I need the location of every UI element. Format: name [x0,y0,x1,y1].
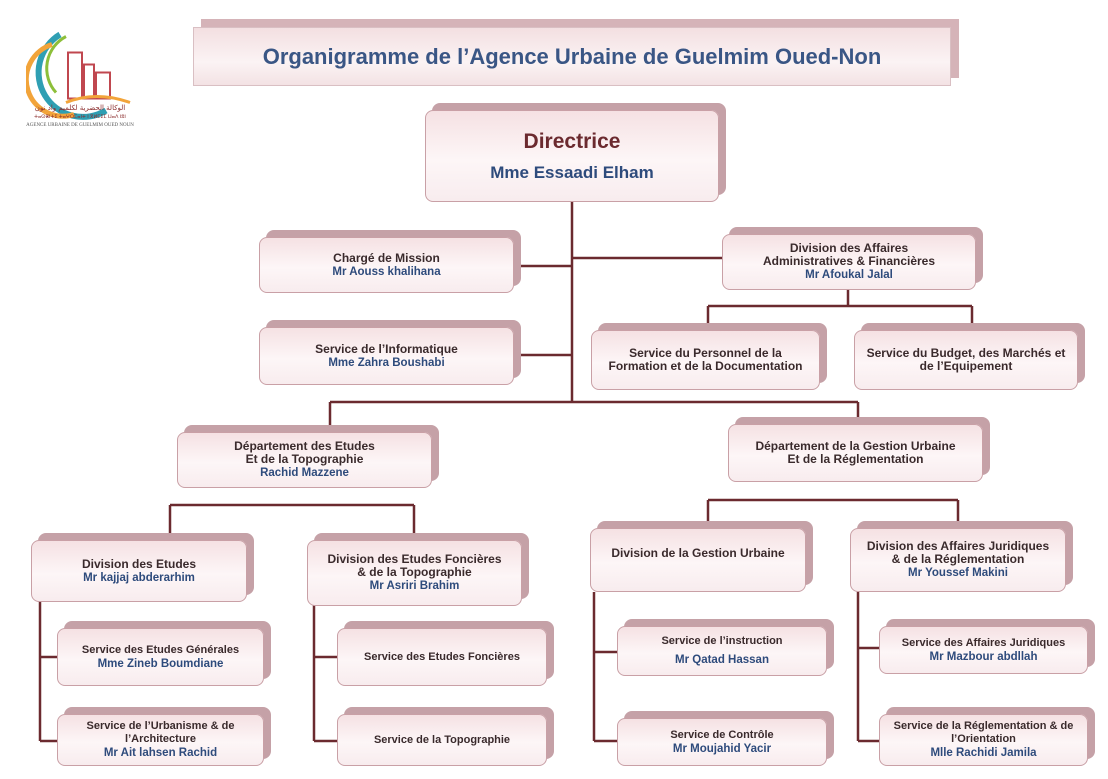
service-affaires-juridiques-name: Service des Affaires Juridiques [901,636,1066,649]
box-directrice: Directrice Mme Essaadi Elham [425,110,719,202]
service-topographie-name: Service de la Topographie [373,733,511,746]
division-foncieres-line1: Division des Etudes Foncières [327,552,502,566]
service-budget-line1: Service du Budget, des Marchés et [866,346,1066,360]
logo-building-1 [67,51,83,100]
service-etudes-generales-name: Service des Etudes Générales [81,643,240,656]
service-reglementation-person: Mlle Rachidi Jamila [930,747,1037,759]
service-instruction-name: Service de l’instruction [661,635,783,647]
box-division-gestion-urbaine: Division de la Gestion Urbaine [590,528,806,592]
logo-wave [65,95,131,104]
box-service-urbanisme: Service de l’Urbanisme & de l’Architectu… [57,714,264,766]
box-division-juridiques: Division des Affaires Juridiques & de la… [850,528,1066,592]
division-admin-person: Mr Afoukal Jalal [805,269,893,281]
dept-gestion-line2: Et de la Réglementation [787,452,924,466]
division-gestion-urbaine-name: Division de la Gestion Urbaine [611,545,785,560]
box-service-topographie: Service de la Topographie [337,714,547,766]
service-controle-name: Service de Contrôle [670,728,774,741]
page-title: Organigramme de l’Agence Urbaine de Guel… [262,43,882,69]
service-personnel-line2: Formation et de la Documentation [608,359,803,373]
division-admin-name-line1: Division des Affaires [789,241,909,255]
division-juridiques-line2: & de la Réglementation [891,552,1025,566]
box-service-controle: Service de Contrôle Mr Moujahid Yacir [617,718,827,766]
division-juridiques-line1: Division des Affaires Juridiques [866,539,1050,553]
service-budget-line2: de l’Equipement [919,359,1013,373]
logo-latin-text: AGENCE URBAINE DE GUELMIM OUED NOUN [26,123,134,128]
dept-etudes-line1: Département des Etudes [234,439,375,453]
service-controle-person: Mr Moujahid Yacir [672,742,772,755]
charge-mission-name: Chargé de Mission [333,250,440,265]
dept-gestion-line1: Département de la Gestion Urbaine [755,439,956,453]
division-foncieres-line2: & de la Topographie [357,565,472,579]
division-etudes-name: Division des Etudes [81,556,197,571]
dept-etudes-line2: Et de la Topographie [245,452,364,466]
box-service-etudes-generales: Service des Etudes Générales Mme Zineb B… [57,628,264,686]
service-urbanisme-line1: Service de l’Urbanisme & de [86,720,235,732]
division-admin-name-line2: Administratives & Financières [762,254,936,268]
box-division-foncieres: Division des Etudes Foncières & de la To… [307,540,522,606]
logo-building-3 [95,71,111,100]
box-service-budget: Service du Budget, des Marchés et de l’E… [854,330,1078,390]
box-dept-gestion: Département de la Gestion Urbaine Et de … [728,424,983,482]
box-service-reglementation: Service de la Réglementation & de l’Orie… [879,714,1088,766]
charge-mission-person: Mr Aouss khalihana [332,265,441,278]
box-service-personnel: Service du Personnel de la Formation et … [591,330,820,390]
service-urbanisme-line2: l’Architecture [125,733,196,745]
service-affaires-juridiques-person: Mr Mazbour abdllah [929,650,1038,663]
service-etudes-foncieres-name: Service des Etudes Foncières [364,650,520,663]
box-service-instruction: Service de l’instruction Mr Qatad Hassan [617,626,827,676]
division-etudes-person: Mr kajjaj abderarhim [83,571,195,584]
logo-building-2 [83,63,95,100]
agency-logo [26,31,131,120]
box-service-affaires-juridiques: Service des Affaires Juridiques Mr Mazbo… [879,626,1088,674]
directrice-person: Mme Essaadi Elham [490,163,654,182]
box-service-etudes-foncieres: Service des Etudes Foncières [337,628,547,686]
service-informatique-name: Service de l’Informatique [315,341,458,356]
service-personnel-line1: Service du Personnel de la [629,346,782,360]
service-urbanisme-person: Mr Ait lahsen Rachid [103,747,218,759]
service-instruction-person: Mr Qatad Hassan [675,654,769,666]
box-charge-mission: Chargé de Mission Mr Aouss khalihana [259,237,514,293]
box-dept-etudes: Département des Etudes Et de la Topograp… [177,432,432,488]
service-informatique-person: Mme Zahra Boushabi [328,356,445,369]
service-reglementation-line1: Service de la Réglementation & de [893,720,1074,732]
logo-arabic-text: الوكالة الحضرية لكلميم واد نون [34,104,126,112]
box-service-informatique: Service de l’Informatique Mme Zahra Bous… [259,327,514,385]
page-title-banner: Organigramme de l’Agence Urbaine de Guel… [193,27,951,86]
directrice-title: Directrice [523,130,621,153]
division-juridiques-person: Mr Youssef Makini [908,567,1008,579]
service-reglementation-line2: l’Orientation [951,733,1016,745]
box-division-affaires-admin: Division des Affaires Administratives & … [722,234,976,290]
logo-arc-green [45,35,67,94]
box-division-etudes: Division des Etudes Mr kajjaj abderarhim [31,540,247,602]
logo-arc-orange [26,42,75,119]
logo-tifinagh-text: ⵜⴰⵙⴻⵏⵜⵉ ⵜⴰⵖⵔⵎⴰⵏⵜ ⵏ ⴳⵍⵎⵉⵎ ⵡⴰⴷ ⵏⵓⵏ [34,114,126,120]
service-etudes-generales-person: Mme Zineb Boumdiane [97,657,224,670]
dept-etudes-person: Rachid Mazzene [260,467,349,479]
division-foncieres-person: Mr Asriri Brahim [369,580,460,592]
